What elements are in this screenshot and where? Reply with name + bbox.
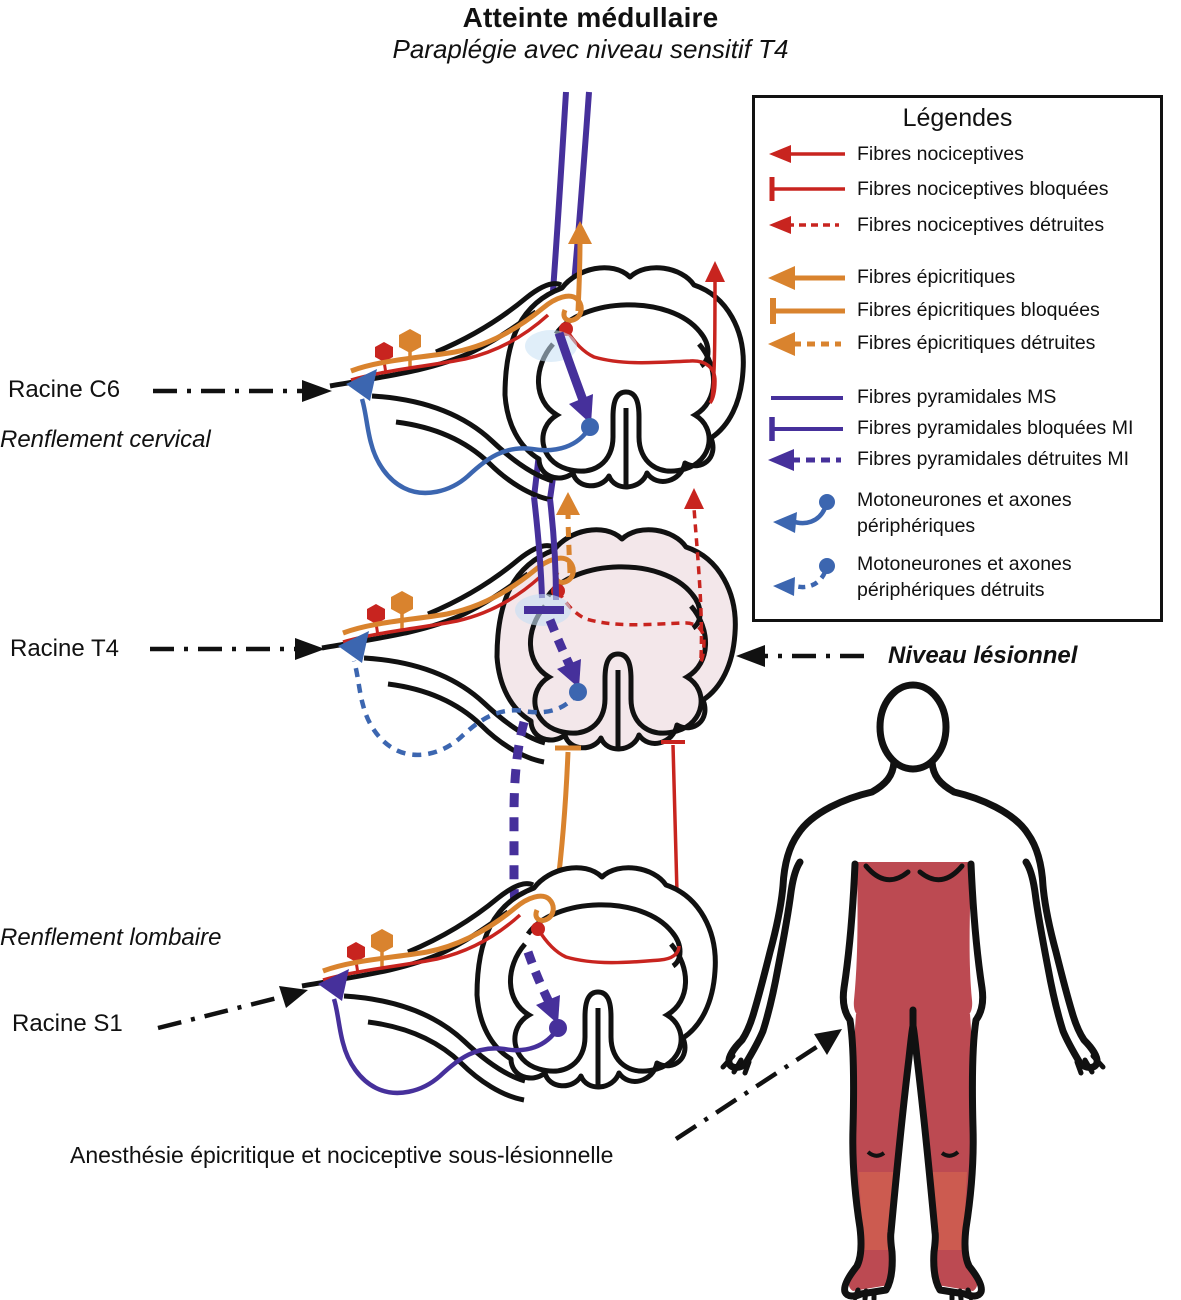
nociceptive-blocked-icon bbox=[765, 174, 857, 204]
motoneuron-solid-icon bbox=[765, 490, 857, 536]
body-knee-lines bbox=[866, 1150, 960, 1158]
body-chest-lines bbox=[863, 863, 965, 883]
nociceptive-arrow-solid-icon bbox=[765, 139, 857, 169]
epicritic-destroyed-fiber bbox=[565, 511, 573, 574]
legend-item: Fibres pyramidales bloquées MI bbox=[755, 413, 1160, 444]
legend-item: Motoneurones et axones périphériques bbox=[755, 481, 1160, 545]
body-fingers bbox=[720, 1053, 1106, 1076]
nociceptive-up-arrowhead bbox=[705, 261, 725, 282]
motoneuron-dashed-icon bbox=[765, 554, 857, 600]
label-anesthesie: Anesthésie épicritique et nociceptive so… bbox=[70, 1142, 614, 1168]
pyramidal-destroyed-descending bbox=[509, 720, 532, 955]
motoneuron-exit-fiber bbox=[331, 998, 560, 1096]
pyramidal-arrowhead bbox=[569, 394, 593, 424]
annotation-arrows bbox=[150, 388, 864, 1141]
body-figure bbox=[720, 681, 1106, 1300]
epicritic-ascending-fiber bbox=[575, 239, 583, 312]
legend-item: Fibres épicritiques bbox=[755, 261, 1160, 294]
epicritic-arrow-dashed-icon bbox=[765, 329, 857, 359]
label-renflement-lombaire: Renflement lombaire bbox=[0, 924, 222, 951]
body-toes bbox=[852, 1287, 974, 1300]
page-title: Atteinte médullaire bbox=[462, 2, 719, 33]
label-niveau-lesionnel: Niveau lésionnel bbox=[888, 642, 1078, 669]
body-torso-legs-outline bbox=[839, 860, 987, 1300]
epicritic-up-arrowhead bbox=[568, 221, 592, 244]
nociceptive-destroyed-fiber bbox=[556, 590, 706, 663]
anesthesie-arrow bbox=[674, 1044, 820, 1141]
epicritic-blocked-icon bbox=[765, 296, 857, 326]
legend-item: Fibres épicritiques bloquées bbox=[755, 294, 1160, 327]
cervical-cross-section bbox=[330, 221, 743, 500]
label-racine-t4: Racine T4 bbox=[10, 635, 119, 662]
motoneuron-destroyed-fiber bbox=[351, 660, 580, 758]
pyramidal-arrow-dashed-icon bbox=[765, 445, 857, 475]
nociceptive-ascending-fiber bbox=[710, 275, 717, 400]
racine-s1-arrow bbox=[157, 993, 286, 1031]
nociceptive-arrow-dashed-icon bbox=[765, 210, 857, 240]
motoneuron-arrowhead bbox=[346, 369, 377, 401]
legend-item: Fibres pyramidales MS bbox=[755, 382, 1160, 413]
legend-title: Légendes bbox=[902, 104, 1013, 132]
pyramidal-blocked-icon bbox=[765, 414, 857, 444]
body-head bbox=[876, 681, 950, 773]
body-arms-outline bbox=[725, 758, 1101, 1071]
legend-item: Motoneurones et axones périphériques dét… bbox=[755, 545, 1160, 609]
anesthesia-zone-torso bbox=[853, 862, 973, 1024]
legend-item: Fibres nociceptives bloquées bbox=[755, 171, 1160, 207]
legend-item: Fibres pyramidales détruites MI bbox=[755, 444, 1160, 475]
pyramidal-line-icon bbox=[765, 383, 857, 413]
lumbar-cross-section bbox=[302, 868, 715, 1100]
legend-item: Fibres nociceptives bbox=[755, 137, 1160, 171]
annotation-arrowheads bbox=[279, 380, 842, 1055]
legend-box: Légendes Fibres nociceptives Fibres noci… bbox=[752, 95, 1163, 622]
legend-item: Fibres nociceptives détruites bbox=[755, 207, 1160, 243]
epicritic-arrow-solid-icon bbox=[765, 263, 857, 293]
label-racine-c6: Racine C6 bbox=[8, 376, 121, 403]
label-renflement-cervical: Renflement cervical bbox=[0, 426, 211, 453]
legend-item: Fibres épicritiques détruites bbox=[755, 327, 1160, 360]
label-racine-s1: Racine S1 bbox=[12, 1010, 123, 1037]
page-subtitle: Paraplégie avec niveau sensitif T4 bbox=[392, 34, 789, 64]
t4-cross-section-lesion bbox=[322, 488, 735, 762]
